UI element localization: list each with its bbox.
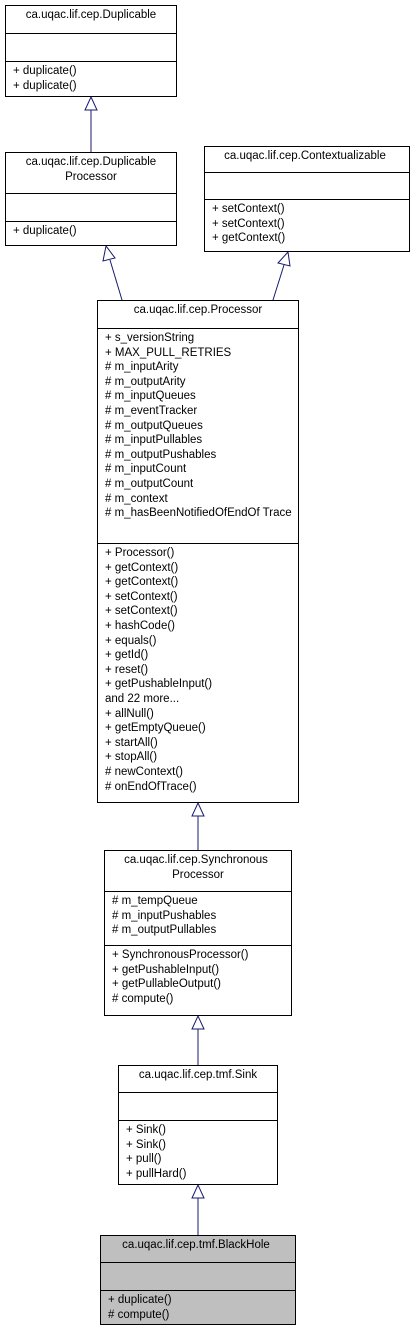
attributes-section (6, 193, 176, 221)
operation-item: + SynchronousProcessor() (112, 949, 249, 961)
operation-item: + Processor() (105, 547, 175, 559)
operations-section: + duplicate() + duplicate() (6, 61, 176, 98)
operation-item: + hashCode() (105, 619, 175, 632)
operation-item: + getEmptyQueue() (105, 722, 206, 735)
class-title-line: Processor (65, 170, 117, 183)
operation-item: + equals() (105, 634, 157, 647)
class-processor[interactable]: ca.uqac.lif.cep.Processor + s_versionStr… (97, 300, 299, 803)
attribute-item: # m_outputArity (105, 375, 186, 388)
edge-duplicableprocessor-to-duplicable (84, 95, 98, 152)
attributes-section (6, 33, 176, 61)
edge-processor-to-duplicableprocessor (102, 244, 123, 301)
class-title: ca.uqac.lif.cep.tmf.Sink (119, 1066, 277, 1092)
class-contextualizable[interactable]: ca.uqac.lif.cep.Contextualizable + setCo… (204, 146, 410, 252)
operation-item: + Sink() (126, 1124, 166, 1136)
operation-item: + getPushableInput() (112, 963, 220, 976)
attributes-section: + s_versionString + MAX_PULL_RETRIES # m_i… (98, 328, 298, 543)
operation-item: + duplicate() (13, 65, 77, 77)
class-title-line: ca.uqac.lif.cep.tmf.Sink (138, 1069, 258, 1081)
operation-item: + setContext() (212, 217, 285, 230)
class-title: ca.uqac.lif.cep.tmf.BlackHole (101, 1236, 295, 1262)
attribute-item: + MAX_PULL_RETRIES (105, 346, 232, 359)
operation-item: # compute() (112, 992, 174, 1005)
attribute-item: # m_inputArity (105, 361, 179, 374)
attribute-item: # m_inputPullables (105, 434, 203, 447)
attribute-item: # m_hasBeenNotifiedOfEndOf Trace (105, 507, 292, 520)
operation-item: + getContext() (105, 576, 179, 589)
operation-item: + getId() (105, 649, 149, 662)
attribute-item: # m_outputPullables (112, 924, 217, 937)
class-title: ca.uqac.lif.cep.Contextualizable (205, 147, 409, 172)
operations-section: + SynchronousProcessor() + getPushableInp… (105, 945, 291, 1015)
attribute-item: # m_outputCount (105, 477, 194, 490)
operation-item: # newContext() (105, 765, 183, 778)
operations-section: + setContext() + setContext() + getContext… (205, 199, 409, 251)
attribute-item: # m_tempQueue (112, 895, 198, 907)
attribute-item: # m_context (105, 492, 168, 505)
edge-synchronous-to-processor (191, 801, 205, 850)
operation-item: + pullHard() (126, 1167, 187, 1180)
operation-item: + pull() (126, 1153, 162, 1166)
operation-item: + getContext() (212, 232, 286, 245)
operation-item: + setContext() (105, 605, 178, 618)
operation-item: + Sink() (126, 1138, 166, 1151)
attribute-item: # m_outputQueues (105, 419, 203, 432)
operation-item: + reset() (105, 663, 149, 676)
attribute-item: # m_inputPushables (112, 909, 217, 922)
attributes-section: # m_tempQueue # m_inputPushables # m_outpu… (105, 891, 291, 945)
class-title-line: ca.uqac.lif.cep.tmf.BlackHole (122, 1239, 270, 1251)
class-sink[interactable]: ca.uqac.lif.cep.tmf.Sink + Sink()+ Sink(… (118, 1065, 278, 1185)
operation-item: + getContext() (105, 561, 179, 574)
operation-item: + setContext() (105, 590, 178, 603)
operation-item: and 22 more... (105, 692, 180, 705)
class-title-line: ca.uqac.lif.cep.Duplicable (25, 9, 157, 21)
operations-section: + Processor() + getContext() + getContext(… (98, 543, 298, 802)
operation-item: # onEndOfTrace() (105, 780, 197, 793)
operation-item: + getPushableInput() (105, 678, 213, 691)
class-title: ca.uqac.lif.cep.Processor (98, 301, 298, 328)
class-title-line: ca.uqac.lif.cep.Duplicable (25, 156, 157, 168)
operation-item: + setContext() (212, 203, 285, 215)
operation-item: + duplicate() (13, 225, 77, 237)
class-title-line: ca.uqac.lif.cep.Contextualizable (224, 150, 386, 162)
class-title-line: Processor (172, 868, 224, 881)
operation-item: + duplicate() (13, 79, 77, 92)
attribute-item: # m_outputPushables (105, 448, 217, 461)
operations-section: + Sink() + Sink() + pull()+ pullHard() (119, 1120, 277, 1184)
operation-item: + startAll() (105, 736, 158, 749)
edge-sink-to-synchronous (191, 1014, 205, 1065)
edge-blackhole-to-sink (191, 1183, 205, 1235)
class-title: ca.uqac.lif.cep.Duplicable (6, 6, 176, 33)
operations-section: + duplicate() (6, 221, 176, 245)
attribute-item: + s_versionString (105, 332, 195, 344)
operation-item: + getPullableOutput() (112, 978, 221, 991)
attributes-section (205, 172, 409, 199)
operations-section: + duplicate() # compute() (101, 1290, 295, 1324)
attributes-section (119, 1092, 277, 1120)
attribute-item: # m_inputQueues (105, 390, 196, 403)
class-black-hole[interactable]: ca.uqac.lif.cep.tmf.BlackHole + duplicat… (100, 1235, 296, 1325)
attribute-item: # m_inputCount (105, 463, 187, 476)
operation-item: # compute() (108, 1308, 170, 1321)
class-duplicable[interactable]: ca.uqac.lif.cep.Duplicable + duplicate()… (5, 5, 177, 97)
operation-item: + allNull() (105, 707, 154, 720)
edge-processor-to-contextualizable (272, 250, 291, 301)
attributes-section (101, 1262, 295, 1290)
operation-item: + stopAll() (105, 751, 158, 764)
attribute-item: # m_eventTracker (105, 404, 198, 417)
class-title-line: ca.uqac.lif.cep.Synchronous (124, 854, 268, 866)
operation-item: + duplicate() (108, 1294, 172, 1306)
class-title-line: ca.uqac.lif.cep.Processor (133, 304, 263, 316)
